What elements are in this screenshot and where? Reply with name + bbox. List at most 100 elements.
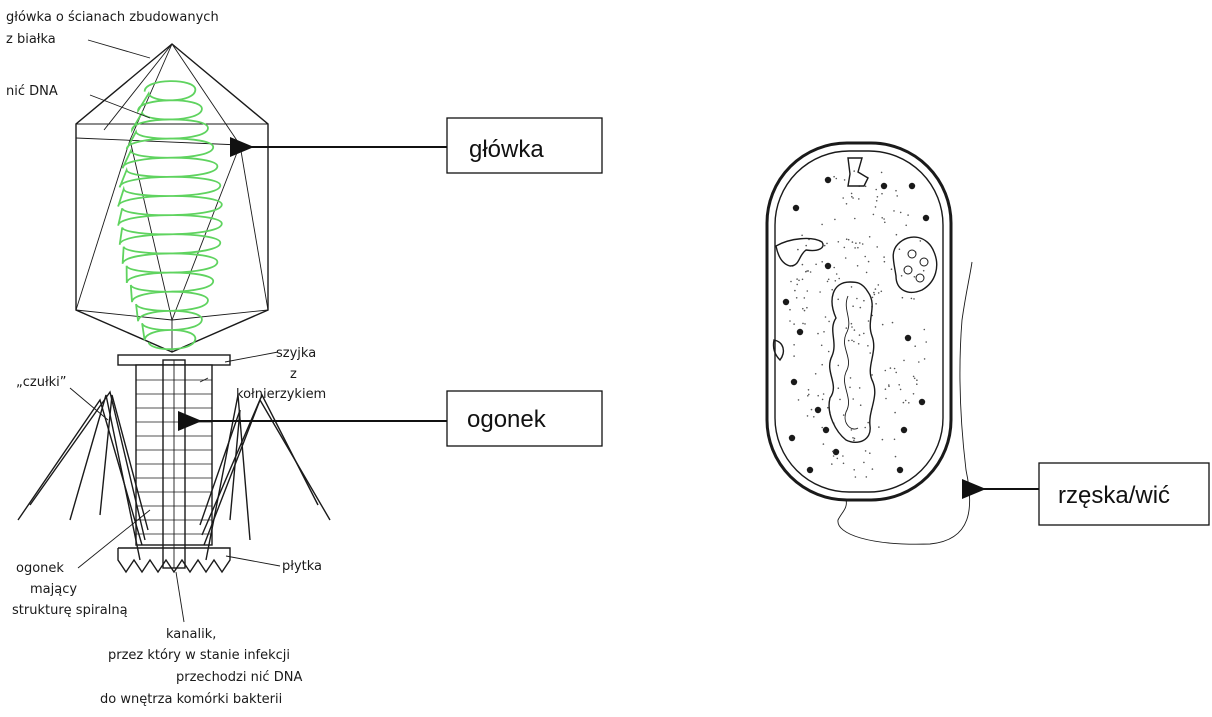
- cytoplasm-speck: [848, 239, 850, 241]
- cytoplasm-speck: [852, 241, 854, 243]
- cytoplasm-speck: [908, 402, 910, 404]
- cytoplasm-speck: [858, 198, 860, 200]
- callout-head: główka: [250, 118, 602, 173]
- cytoplasm-speck: [884, 222, 886, 224]
- cytoplasm-speck: [857, 265, 859, 267]
- cytoplasm-speck: [851, 429, 853, 431]
- cytoplasm-speck: [864, 427, 866, 429]
- callout-flagellum: rzęska/wić: [982, 463, 1209, 525]
- label-tail-line3: strukturę spiralną: [12, 603, 128, 618]
- cytoplasm-speck: [817, 333, 819, 335]
- cytoplasm-speck: [875, 206, 877, 208]
- cytoplasm-speck: [868, 320, 870, 322]
- cytoplasm-speck: [851, 286, 853, 288]
- cytoplasm-granule: [815, 407, 821, 413]
- cytoplasm-speck: [833, 267, 835, 269]
- cytoplasm-speck: [805, 271, 807, 273]
- cytoplasm-speck: [796, 297, 798, 299]
- cytoplasm-granule: [905, 335, 911, 341]
- cytoplasm-speck: [894, 368, 896, 370]
- cytoplasm-granule: [789, 435, 795, 441]
- cytoplasm-speck: [894, 412, 896, 414]
- cytoplasm-speck: [851, 326, 853, 328]
- cytoplasm-speck: [813, 416, 815, 418]
- cytoplasm-speck: [846, 238, 848, 240]
- cytoplasm-speck: [804, 310, 806, 312]
- cytoplasm-granule: [919, 399, 925, 405]
- label-neck-line2: z: [290, 367, 297, 382]
- cytoplasm-speck: [873, 214, 875, 216]
- cytoplasm-speck: [844, 247, 846, 249]
- cytoplasm-granule: [923, 215, 929, 221]
- cytoplasm-speck: [923, 270, 925, 272]
- cytoplasm-speck: [892, 322, 894, 324]
- cytoplasm-speck: [875, 288, 877, 290]
- cytoplasm-granule: [797, 329, 803, 335]
- cytoplasm-speck: [824, 245, 826, 247]
- cytoplasm-granule: [825, 263, 831, 269]
- cytoplasm-speck: [868, 261, 870, 263]
- cytoplasm-speck: [828, 279, 830, 281]
- cytoplasm-speck: [862, 243, 864, 245]
- cytoplasm-speck: [846, 327, 848, 329]
- cytoplasm-granule: [881, 183, 887, 189]
- cytoplasm-speck: [924, 358, 926, 360]
- cytoplasm-speck: [797, 249, 799, 251]
- cytoplasm-granule: [825, 177, 831, 183]
- cytoplasm-speck: [916, 383, 918, 385]
- bacterium-cell-wall: [767, 143, 951, 500]
- cytoplasm-speck: [920, 240, 922, 242]
- cytoplasm-speck: [839, 399, 841, 401]
- cytoplasm-speck: [881, 193, 883, 195]
- cytoplasm-speck: [851, 193, 853, 195]
- cytoplasm-speck: [925, 341, 927, 343]
- cytoplasm-speck: [823, 393, 825, 395]
- mesosome-left: [776, 239, 823, 266]
- cytoplasm-speck: [855, 242, 857, 244]
- cytoplasm-speck: [854, 329, 856, 331]
- cytoplasm-speck: [924, 329, 926, 331]
- cytoplasm-speck: [907, 214, 909, 216]
- cytoplasm-speck: [871, 374, 873, 376]
- cytoplasm-speck: [821, 224, 823, 226]
- cytoplasm-speck: [858, 343, 860, 345]
- cytoplasm-speck: [865, 186, 867, 188]
- cytoplasm-granule: [901, 427, 907, 433]
- cytoplasm-speck: [885, 370, 887, 372]
- cytoplasm-speck: [891, 268, 893, 270]
- label-neck-line1: szyjka: [276, 346, 316, 361]
- cytoplasm-speck: [877, 196, 879, 198]
- cytoplasm-granule: [793, 205, 799, 211]
- cytoplasm-speck: [848, 340, 850, 342]
- cytoplasm-granule: [833, 449, 839, 455]
- cytoplasm-speck: [802, 308, 804, 310]
- cytoplasm-speck: [853, 469, 855, 471]
- cytoplasm-speck: [810, 271, 812, 273]
- cytoplasm-speck: [918, 361, 920, 363]
- cytoplasm-speck: [853, 341, 855, 343]
- cytoplasm-speck: [821, 364, 823, 366]
- cytoplasm-speck: [876, 200, 878, 202]
- inclusion-holes: [904, 250, 928, 282]
- cytoplasm-speck: [896, 234, 898, 236]
- cytoplasm-speck: [878, 292, 880, 294]
- cytoplasm-speck: [895, 456, 897, 458]
- cytoplasm-speck: [804, 323, 806, 325]
- cytoplasm-speck: [798, 399, 800, 401]
- cytoplasm-speck: [911, 298, 913, 300]
- cytoplasm-speck: [854, 218, 856, 220]
- cytoplasm-speck: [894, 439, 896, 441]
- cytoplasm-speck: [865, 450, 867, 452]
- cytoplasm-speck: [831, 289, 833, 291]
- label-plate: płytka: [282, 559, 322, 574]
- cytoplasm-speck: [914, 345, 916, 347]
- cytoplasm-speck: [828, 321, 830, 323]
- cytoplasm-speck: [866, 476, 868, 478]
- cytoplasm-speck: [802, 264, 804, 266]
- cytoplasm-speck: [789, 309, 791, 311]
- cytoplasm-speck: [821, 261, 823, 263]
- callout-flagellum-text: rzęska/wić: [1058, 482, 1170, 509]
- cytoplasm-speck: [878, 284, 880, 286]
- cytoplasm-speck: [859, 242, 861, 244]
- cytoplasm-granule: [909, 183, 915, 189]
